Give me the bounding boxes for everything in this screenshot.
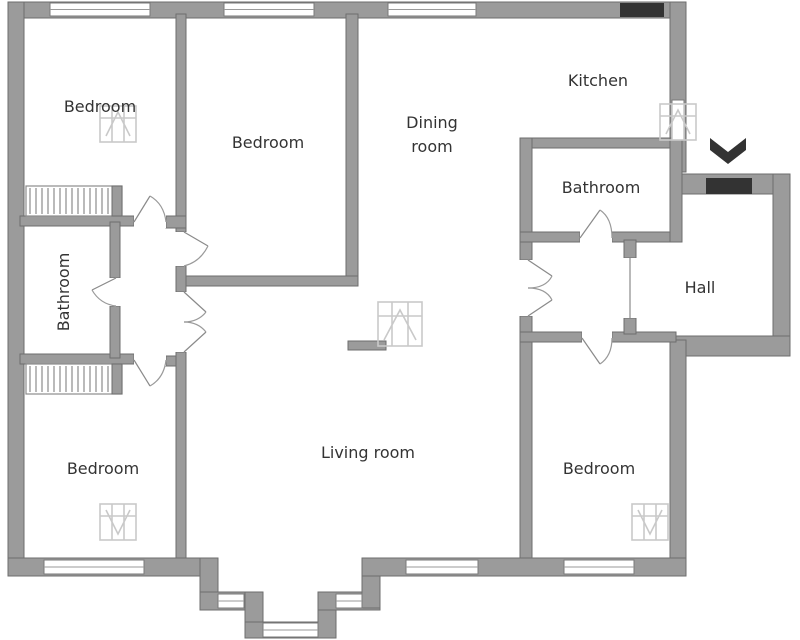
wardrobe-lower — [25, 363, 123, 395]
label-living-room: Living room — [321, 443, 415, 462]
label-bedroom-top-left: Bedroom — [64, 97, 136, 116]
label-hall: Hall — [685, 278, 716, 297]
label-bedroom-bottom-right: Bedroom — [563, 459, 635, 478]
label-dining-room-line1: Dining — [406, 113, 458, 132]
label-dining-room-line2: room — [411, 137, 452, 156]
logo-mark — [659, 103, 697, 141]
windows — [43, 2, 685, 638]
label-bedroom-top-middle: Bedroom — [232, 133, 304, 152]
label-bathroom-right: Bathroom — [562, 178, 641, 197]
label-kitchen: Kitchen — [568, 71, 628, 90]
dark-wall-marker-top — [620, 3, 664, 17]
entrance-door-marker — [706, 178, 752, 194]
logo-mark — [631, 503, 669, 541]
logo-mark — [99, 105, 137, 143]
logo-mark — [99, 503, 137, 541]
wardrobe-upper — [25, 185, 123, 217]
chevron-down-icon — [710, 138, 746, 164]
logo-mark — [377, 301, 423, 347]
label-bathroom-left: Bathroom — [54, 253, 73, 332]
doors — [91, 195, 638, 387]
label-bedroom-bottom-left: Bedroom — [67, 459, 139, 478]
interior-walls — [19, 13, 683, 559]
